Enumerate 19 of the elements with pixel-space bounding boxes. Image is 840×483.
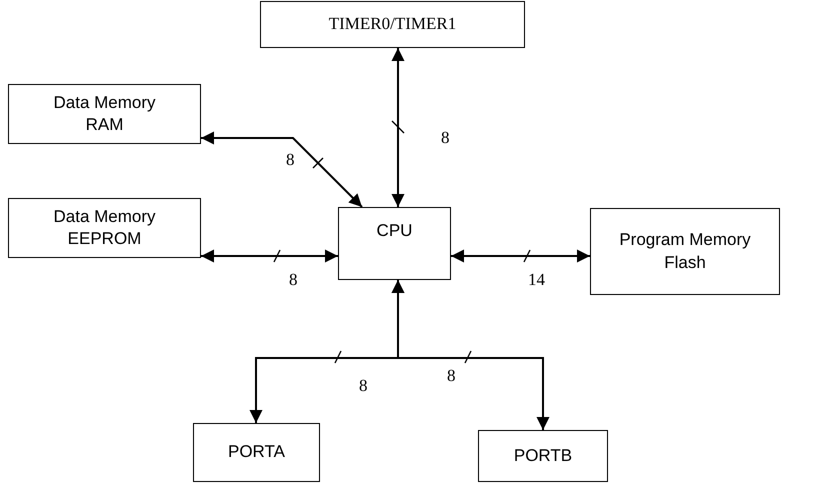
block-box xyxy=(338,207,451,280)
bus-arrow xyxy=(201,250,338,262)
block-label: PORTA xyxy=(228,441,285,464)
block-label: PORTB xyxy=(514,444,572,467)
block-label: Data Memory EEPROM xyxy=(52,206,157,250)
bus-arrow xyxy=(392,280,550,430)
block-box xyxy=(8,198,201,258)
bus-arrow xyxy=(451,250,590,262)
bus-arrow xyxy=(392,48,404,207)
block-box xyxy=(478,430,608,482)
block-box xyxy=(260,1,525,48)
block-label: TIMER0/TIMER1 xyxy=(328,13,456,36)
bus-arrow xyxy=(201,132,363,208)
block-box xyxy=(8,84,201,144)
block-label: Program Memory Flash xyxy=(618,229,752,274)
block-label: Data Memory RAM xyxy=(52,92,157,136)
block-box xyxy=(193,423,320,482)
block-box xyxy=(590,208,780,295)
block-label: CPU xyxy=(376,220,412,242)
